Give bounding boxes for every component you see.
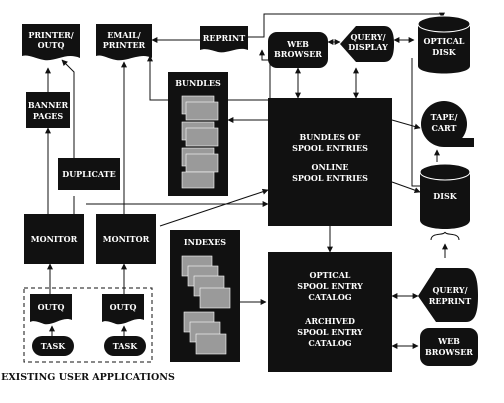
node-query-display: QUERY/ DISPLAY <box>340 26 394 62</box>
web-browser-bottom-line1: WEB <box>437 336 460 346</box>
node-bundles: BUNDLES <box>168 72 228 196</box>
printer-outq-line1: PRINTER/ <box>28 30 73 40</box>
node-monitor-left: MONITOR <box>24 214 84 264</box>
node-reprint: REPRINT <box>200 26 248 53</box>
task-right-label: TASK <box>113 341 139 351</box>
web-browser-bottom-line2: BROWSER <box>425 347 473 357</box>
query-reprint-line1: QUERY/ <box>432 285 467 295</box>
node-web-browser-top: WEB BROWSER <box>268 32 328 68</box>
indexes-label: INDEXES <box>184 237 226 247</box>
optical-catalog-line1: OPTICAL <box>310 270 351 280</box>
reprint-label: REPRINT <box>203 33 245 43</box>
arrow-to-optical-top <box>248 12 445 38</box>
arrow-duplicate-printer <box>61 59 75 158</box>
task-left-label: TASK <box>41 341 67 351</box>
node-outq-right: OUTQ <box>102 294 144 325</box>
query-display-line1: QUERY/ <box>350 32 385 42</box>
disk-label: DISK <box>433 191 457 201</box>
online-spool-line1: ONLINE <box>311 162 348 172</box>
node-task-right: TASK <box>104 336 146 356</box>
online-spool-line2: SPOOL ENTRIES <box>292 173 368 183</box>
node-monitor-right: MONITOR <box>96 214 156 264</box>
node-task-left: TASK <box>32 336 74 356</box>
node-tape-cart: TAPE/ CART <box>421 101 474 147</box>
optical-catalog-line2: SPOOL ENTRY <box>297 281 363 291</box>
optical-disk-line2: DISK <box>432 47 456 57</box>
bundle-pages-icon <box>181 95 219 189</box>
index-pages-icon <box>181 255 231 355</box>
node-duplicate: DUPLICATE <box>58 158 120 190</box>
node-email-printer: EMAIL/ PRINTER <box>96 24 152 61</box>
node-query-reprint: QUERY/ REPRINT <box>418 268 478 322</box>
arrow-monitor2-center <box>159 188 269 227</box>
node-web-browser-bottom: WEB BROWSER <box>420 328 478 366</box>
tape-cart-line2: CART <box>431 123 456 133</box>
node-printer-outq: PRINTER/ OUTQ <box>22 24 80 61</box>
query-display-line2: DISPLAY <box>348 42 388 52</box>
monitor-right-label: MONITOR <box>103 234 150 244</box>
arrow-center-disk <box>391 181 421 194</box>
printer-outq-line2: OUTQ <box>38 40 65 50</box>
monitor-left-label: MONITOR <box>31 234 78 244</box>
query-reprint-line2: REPRINT <box>429 296 471 306</box>
banner-pages-line1: BANNER <box>28 100 69 110</box>
arrow-center-tape <box>391 119 421 130</box>
node-optical-disk: OPTICAL DISK <box>417 15 471 74</box>
brace-storage <box>430 231 460 241</box>
outq-left-label: OUTQ <box>38 302 65 312</box>
outq-right-label: OUTQ <box>110 302 137 312</box>
web-browser-top-line2: BROWSER <box>274 49 322 59</box>
line-optical-down <box>411 58 420 187</box>
duplicate-label: DUPLICATE <box>62 169 115 179</box>
bundles-spool-line2: SPOOL ENTRIES <box>292 143 368 153</box>
arrow-center-reprint <box>259 49 271 100</box>
node-indexes: INDEXES <box>170 230 240 362</box>
arrow-center-email <box>147 55 270 101</box>
caption-existing-user-applications: EXISTING USER APPLICATIONS <box>1 372 175 383</box>
archived-catalog-line3: CATALOG <box>308 338 351 348</box>
node-catalog: OPTICAL SPOOL ENTRY CATALOG ARCHIVED SPO… <box>268 252 392 372</box>
optical-disk-line1: OPTICAL <box>424 36 465 46</box>
web-browser-top-line1: WEB <box>286 39 309 49</box>
email-printer-line2: PRINTER <box>103 40 146 50</box>
tape-cart-line1: TAPE/ <box>431 112 458 122</box>
bundles-spool-line1: BUNDLES OF <box>300 132 361 142</box>
email-printer-line1: EMAIL/ <box>107 30 141 40</box>
user-apps-group <box>23 287 153 363</box>
node-outq-left: OUTQ <box>30 294 72 325</box>
archived-catalog-line1: ARCHIVED <box>304 316 355 326</box>
bundles-label: BUNDLES <box>175 78 221 88</box>
node-banner-pages: BANNER PAGES <box>26 92 70 128</box>
node-spool-entries: BUNDLES OF SPOOL ENTRIES ONLINE SPOOL EN… <box>268 98 392 226</box>
optical-catalog-line3: CATALOG <box>308 292 351 302</box>
node-disk: DISK <box>419 163 471 229</box>
banner-pages-line2: PAGES <box>33 111 64 121</box>
connectors <box>45 12 460 349</box>
archived-catalog-line2: SPOOL ENTRY <box>297 327 363 337</box>
